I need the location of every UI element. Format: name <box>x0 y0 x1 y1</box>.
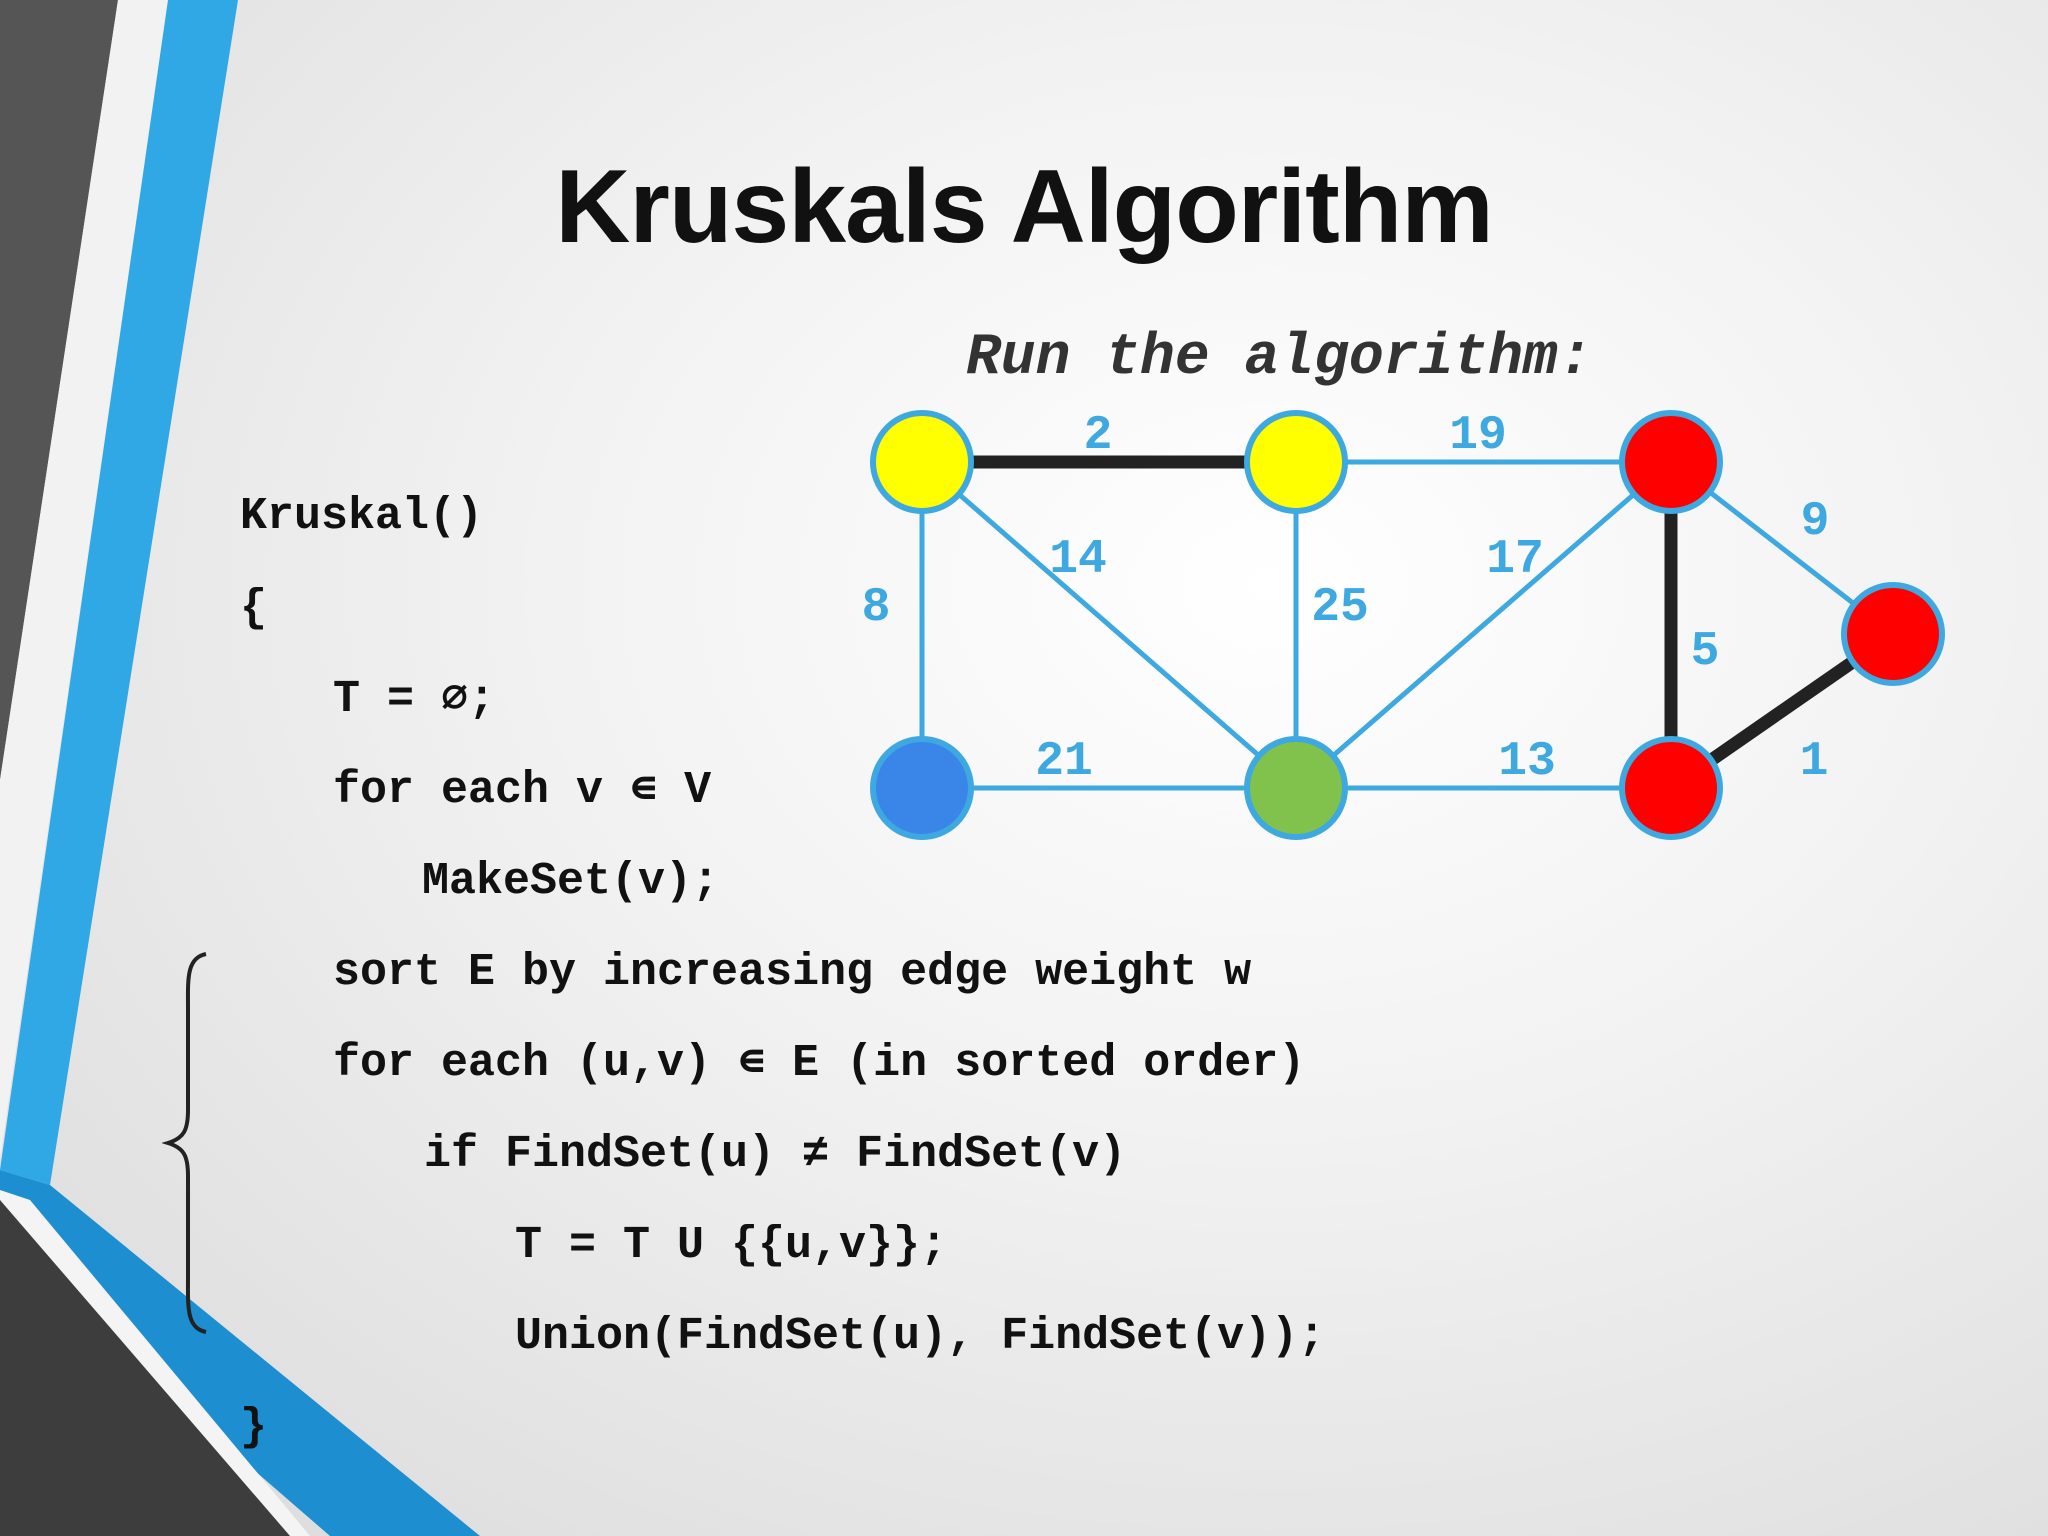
code-line-init: T = ∅; <box>333 674 496 725</box>
subtitle: Run the algorithm: <box>966 326 1593 391</box>
edge-weight-label: 19 <box>1449 409 1507 463</box>
graph-node-n1 <box>870 410 974 514</box>
edge-weight-label: 8 <box>862 581 891 635</box>
edge-weight-label: 13 <box>1498 735 1556 789</box>
edge-weight-label: 9 <box>1801 495 1830 549</box>
graph-node-n6 <box>1619 736 1723 840</box>
graph-node-n4 <box>870 736 974 840</box>
edge-weight-label: 2 <box>1084 409 1113 463</box>
curly-brace <box>162 952 207 1334</box>
edge-weight-label: 21 <box>1035 735 1093 789</box>
graph-node-n5 <box>1244 736 1348 840</box>
edge-n1-n5 <box>920 460 1298 790</box>
edge-weight-label: 14 <box>1049 533 1107 587</box>
code-line-for-edges: for each (u,v) ∊ E (in sorted order) <box>333 1038 1306 1089</box>
code-line-open-brace: { <box>240 583 268 634</box>
graph-node-n2 <box>1244 410 1348 514</box>
slide-title: Kruskals Algorithm <box>555 149 1493 265</box>
edge-weight-label: 1 <box>1800 735 1829 789</box>
code-line-if: if FindSet(u) ≠ FindSet(v) <box>424 1129 1127 1180</box>
edge-weight-label: 5 <box>1691 625 1720 679</box>
code-line-makeset: MakeSet(v); <box>422 856 720 907</box>
code-line-add-edge: T = T U {{u,v}}; <box>515 1220 948 1271</box>
code-line-union: Union(FindSet(u), FindSet(v)); <box>515 1311 1326 1362</box>
edge-weight-label: 17 <box>1486 533 1544 587</box>
code-line-for-vertices: for each v ∊ V <box>333 765 712 816</box>
edge-n3-n5 <box>1294 460 1673 790</box>
graph-node-n3 <box>1619 410 1723 514</box>
graph-node-n7 <box>1841 582 1945 686</box>
edge-weight-label: 25 <box>1311 581 1369 635</box>
code-line-close-brace: } <box>240 1402 268 1453</box>
code-line-sort: sort E by increasing edge weight w <box>333 947 1252 998</box>
code-line-function: Kruskal() <box>240 491 484 542</box>
